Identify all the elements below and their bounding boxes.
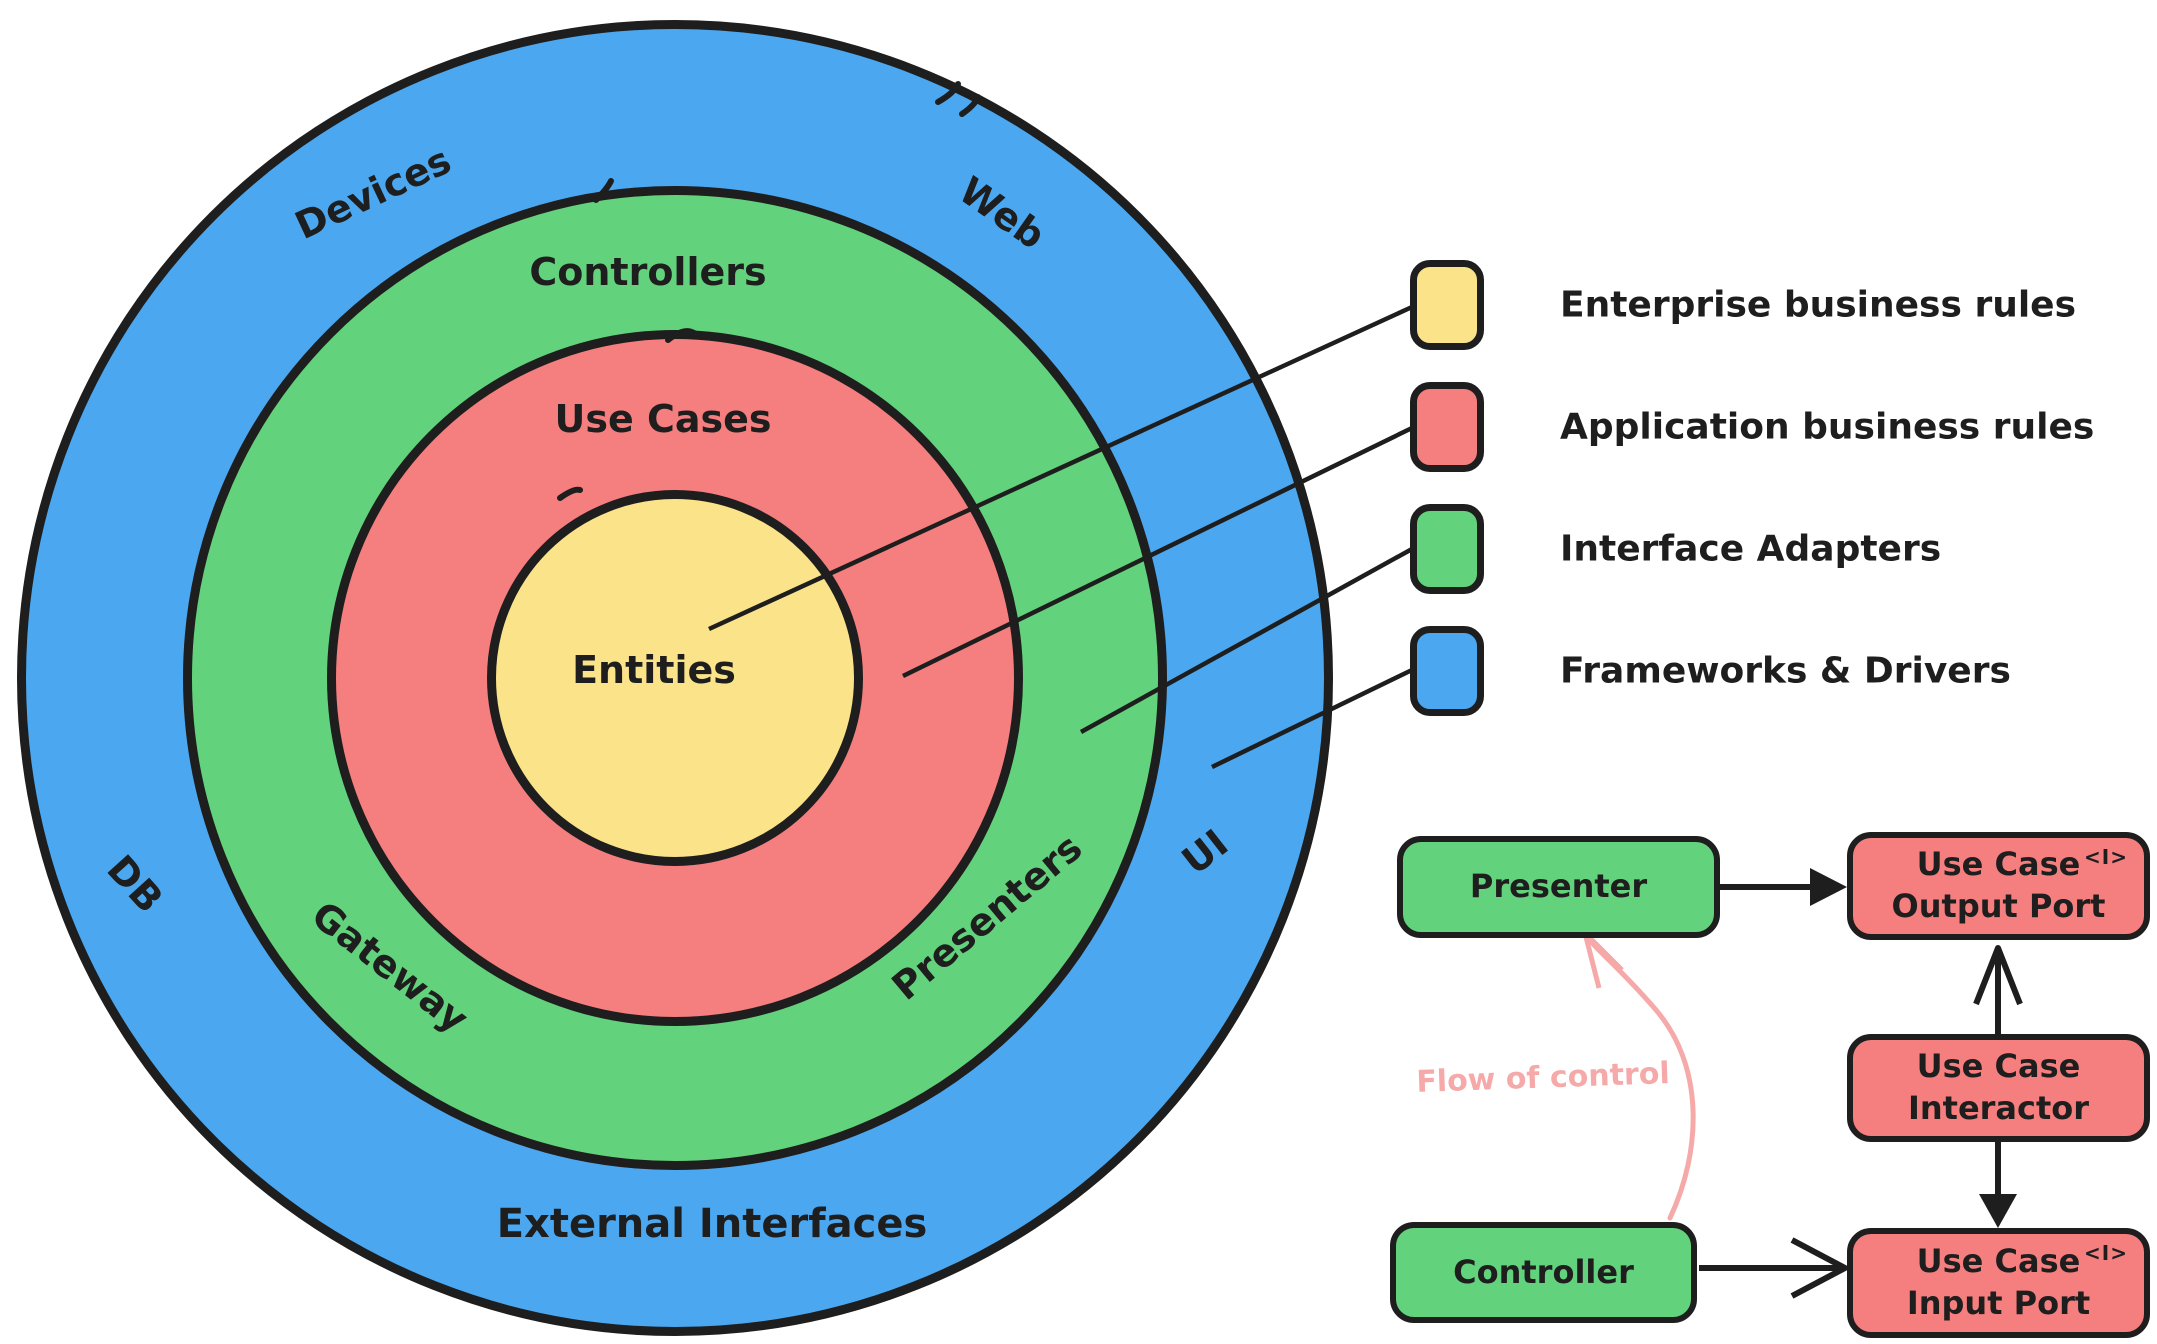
output-port-line2: Output Port — [1891, 887, 2106, 925]
legend-swatch-enterprise — [1410, 260, 1484, 350]
interface-marker: <I> — [2084, 845, 2128, 869]
legend-swatch-application — [1410, 382, 1484, 472]
flow-box-controller: Controller — [1390, 1222, 1697, 1323]
flow-box-presenter-label: Presenter — [1469, 867, 1648, 906]
legend-label-application: Application business rules — [1560, 406, 2095, 448]
flow-of-control-arrowhead — [1582, 930, 1624, 989]
flow-box-presenter: Presenter — [1397, 836, 1720, 938]
label-use-cases: Use Cases — [554, 397, 772, 441]
input-port-line2: Input Port — [1906, 1284, 2091, 1322]
arrowhead-solid-down — [1979, 1194, 2017, 1228]
output-port-line1: Use Case — [1916, 845, 2081, 884]
flow-box-use-case-interactor: Use Case Interactor — [1847, 1034, 2150, 1142]
interactor-line2: Interactor — [1907, 1089, 2090, 1127]
legend-swatch-interface-adapters — [1410, 504, 1484, 594]
interface-marker: <I> — [2084, 1241, 2128, 1265]
label-controllers: Controllers — [529, 250, 767, 294]
legend-swatch-frameworks — [1410, 626, 1484, 716]
flow-box-controller-label: Controller — [1453, 1252, 1634, 1291]
arrowhead-open-up — [1973, 945, 2023, 1006]
flow-of-control-label: Flow of control — [1415, 1056, 1671, 1100]
label-entities: Entities — [572, 648, 736, 692]
interactor-line1: Use Case — [1916, 1047, 2081, 1086]
arrowhead-open-right — [1790, 1237, 1848, 1299]
legend-label-interface-adapters: Interface Adapters — [1560, 528, 1942, 570]
legend-label-enterprise: Enterprise business rules — [1560, 284, 2077, 326]
legend-label-frameworks: Frameworks & Drivers — [1560, 650, 2011, 692]
flow-box-use-case-input-port: <I> Use Case Input Port — [1847, 1228, 2150, 1338]
arrowhead-solid-right — [1810, 868, 1847, 906]
input-port-line1: Use Case — [1916, 1242, 2081, 1281]
label-external-interfaces: External Interfaces — [496, 1201, 928, 1247]
flow-box-use-case-output-port: <I> Use Case Output Port — [1847, 832, 2150, 940]
